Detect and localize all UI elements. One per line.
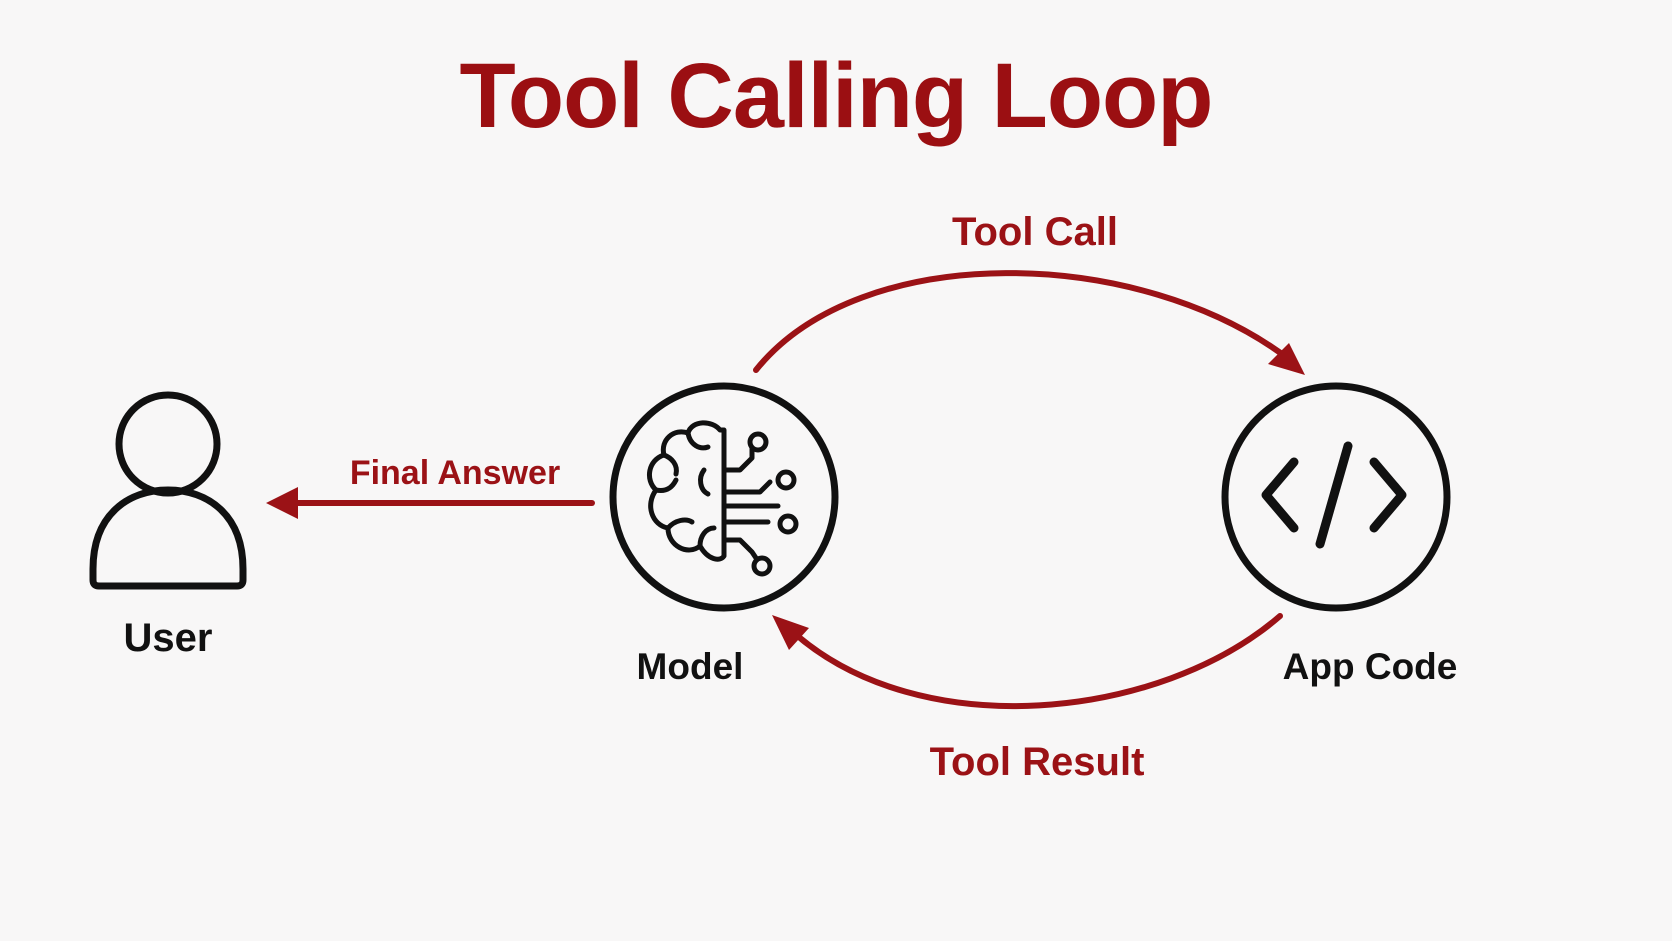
- person-icon: [89, 391, 247, 590]
- final-answer-label: Final Answer: [349, 454, 561, 492]
- brain-circuit-icon: [646, 420, 799, 577]
- tool-call-arrow: [753, 270, 1305, 375]
- tool-result-label: Tool Result: [929, 740, 1145, 784]
- user-node: [89, 391, 247, 590]
- tool-call-label: Tool Call: [952, 210, 1118, 254]
- model-circle: [609, 382, 839, 612]
- app-code-circle: [1221, 382, 1451, 612]
- model-node: [609, 382, 839, 612]
- model-label: Model: [636, 646, 744, 687]
- final-answer-arrow: [266, 487, 595, 519]
- app-code-node: [1221, 382, 1451, 612]
- user-label: User: [123, 616, 213, 660]
- diagram-title: Tool Calling Loop: [459, 45, 1214, 147]
- code-brackets-icon: [1261, 441, 1407, 549]
- tool-result-arrow: [772, 613, 1283, 710]
- app-code-label: App Code: [1282, 646, 1458, 687]
